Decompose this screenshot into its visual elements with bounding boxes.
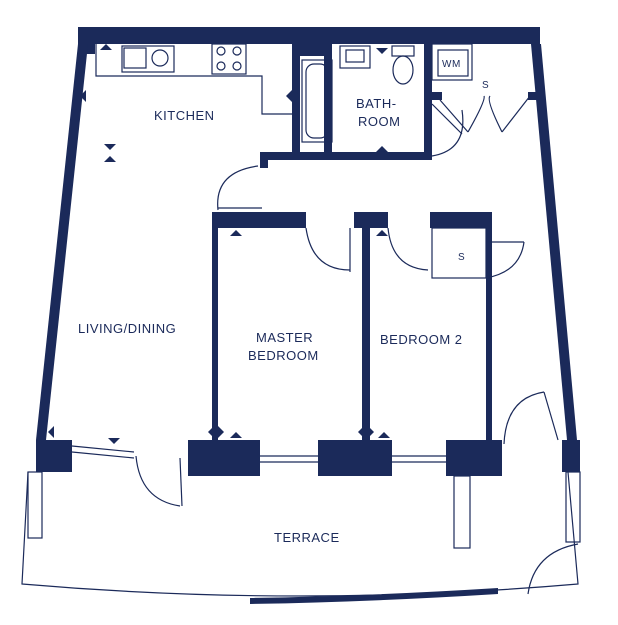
master-bedroom-label-2: BEDROOM: [248, 348, 319, 363]
bathroom-label-2: ROOM: [358, 114, 400, 129]
markers: [48, 44, 390, 444]
living-dining-label: LIVING/DINING: [78, 321, 176, 336]
kitchen-area: [95, 43, 294, 115]
terrace-label: TERRACE: [274, 530, 340, 545]
wm-label: WM: [442, 59, 461, 70]
hall-storage: [431, 43, 538, 133]
room-labels: KITCHEN BATH- ROOM LIVING/DINING MASTER …: [78, 59, 489, 545]
terrace-area: [21, 471, 581, 604]
storage-hall-label: S: [482, 80, 489, 91]
facade: [36, 391, 580, 507]
kitchen-label: KITCHEN: [154, 108, 215, 123]
bathroom-label-1: BATH-: [356, 96, 397, 111]
master-bedroom-label-1: MASTER: [256, 330, 313, 345]
bedroom2-label: BEDROOM 2: [380, 332, 463, 347]
bedroom-walls: [212, 165, 525, 442]
outer-walls: [36, 27, 577, 440]
storage-bed2-label: S: [458, 252, 465, 263]
